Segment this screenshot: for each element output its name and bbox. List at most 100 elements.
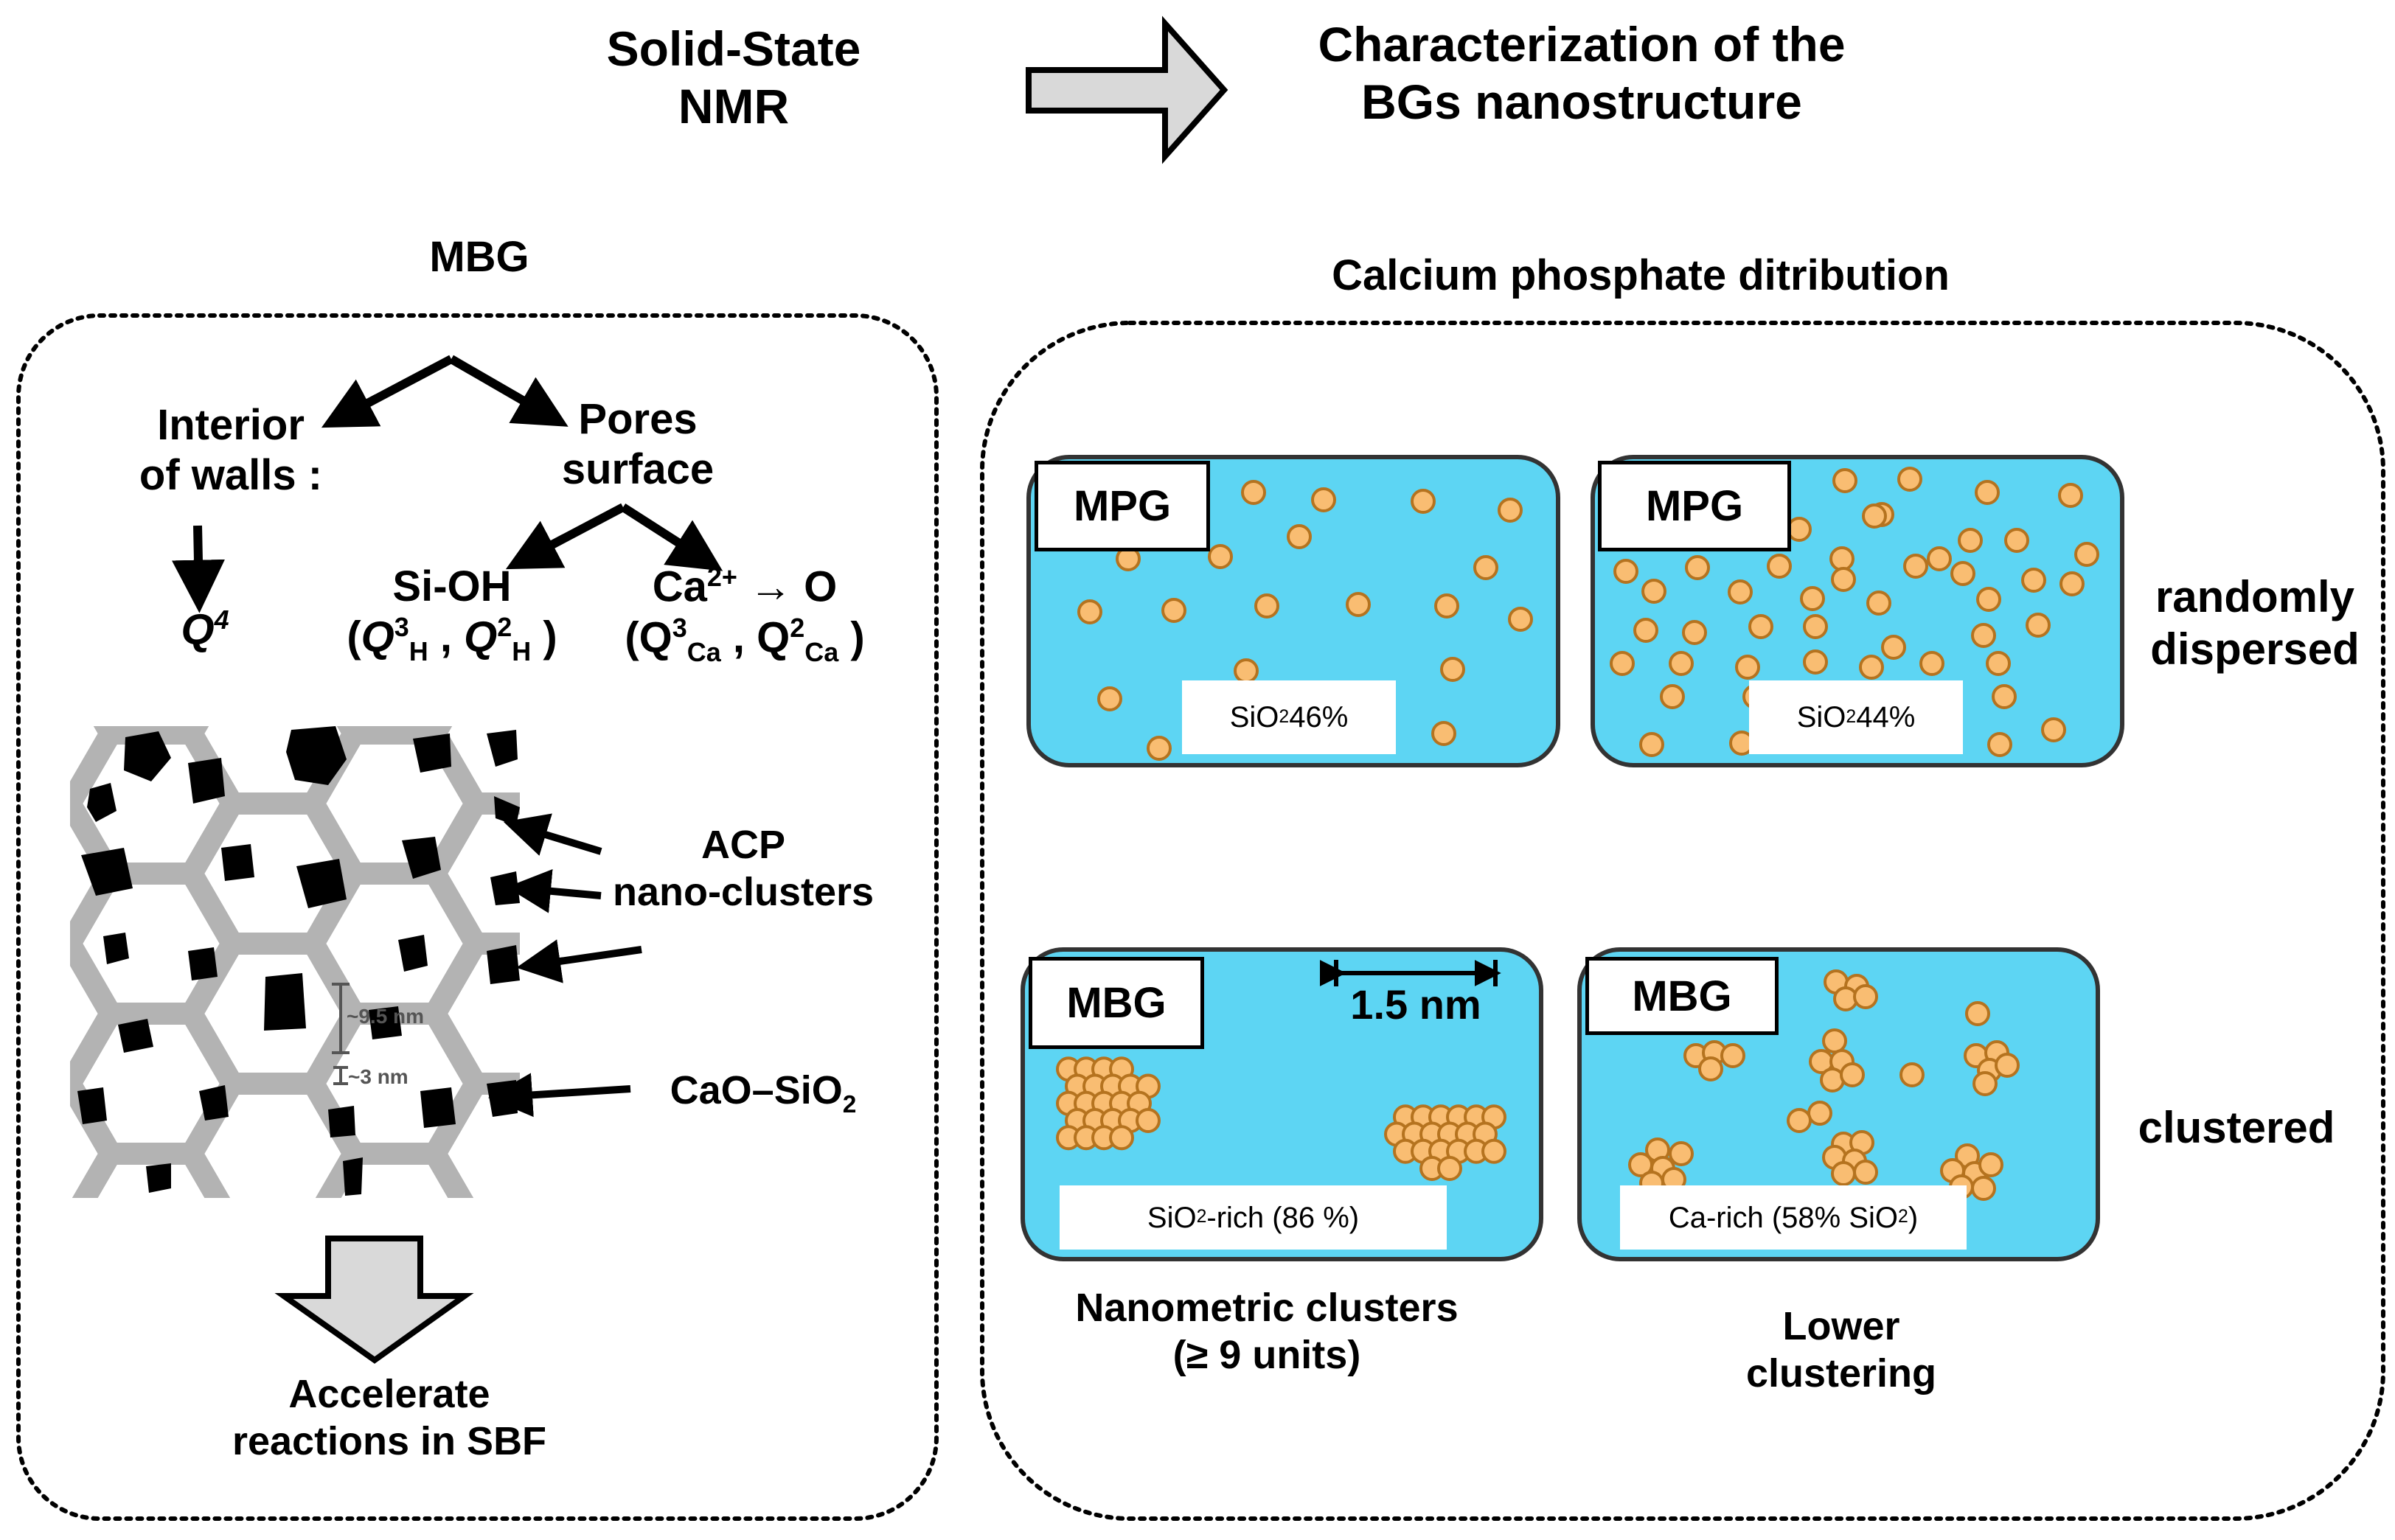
particle <box>1234 658 1259 683</box>
particles-mpg-46 <box>1077 480 1533 761</box>
particle <box>1411 489 1436 514</box>
scale-bar <box>1319 960 1501 986</box>
q4-label: Q4 <box>181 604 229 654</box>
interior-of-walls-label: Interior of walls : <box>139 401 323 500</box>
branch-to-pores-arrow <box>448 355 569 427</box>
particle <box>1976 587 2001 612</box>
particle <box>1995 1053 2020 1078</box>
particle <box>1669 651 1694 676</box>
particle <box>1986 651 2011 676</box>
accelerate-reactions-label: Accelerate reactions in SBF <box>232 1372 547 1463</box>
particle <box>1897 467 1922 492</box>
particle <box>1807 1101 1832 1126</box>
header-right-arrow <box>1026 15 1228 164</box>
particle <box>1950 561 1975 586</box>
branch-to-interior-arrow <box>321 355 453 428</box>
particle <box>1698 1056 1723 1081</box>
particle <box>2041 717 2066 742</box>
clustered-label: clustered <box>2138 1103 2335 1152</box>
particle <box>1097 686 1122 711</box>
particle <box>1965 1001 1990 1026</box>
particle <box>1987 732 2012 757</box>
particle <box>1633 618 1658 643</box>
particle <box>1508 607 1533 632</box>
particle <box>1919 651 1944 676</box>
wall-dimension-marker <box>333 1066 348 1085</box>
particle <box>1831 567 1856 592</box>
particle <box>1853 1160 1878 1185</box>
particle <box>1208 544 1233 569</box>
particle <box>1927 546 1952 571</box>
particle <box>1748 614 1773 639</box>
ca-label: Ca2+ → O (Q3Ca , Q2Ca ) <box>625 562 865 667</box>
particle <box>2059 571 2085 596</box>
particle <box>1735 655 1760 680</box>
particle <box>1161 598 1186 623</box>
particle <box>2058 483 2083 508</box>
particle <box>1481 1138 1506 1164</box>
particle <box>1840 1062 1865 1087</box>
particle <box>1787 1108 1812 1133</box>
particle <box>2004 528 2029 553</box>
particle <box>1473 555 1498 580</box>
particle <box>1431 721 1456 746</box>
particle <box>1720 1043 1745 1068</box>
header-left-title: Solid-State NMR <box>606 21 861 133</box>
pore-dimension-marker <box>332 983 350 1054</box>
box4-tag: MBG <box>1585 957 1779 1035</box>
particle <box>1822 1028 1847 1053</box>
acp-nanoclusters-label: ACP nano-clusters <box>612 823 875 914</box>
particle <box>1903 554 1928 579</box>
particle <box>1978 1152 2003 1177</box>
particle <box>1803 614 1828 639</box>
particle <box>1077 599 1102 624</box>
particle <box>1147 736 1172 761</box>
particle <box>1992 684 2017 709</box>
box1-tag: MPG <box>1035 461 1210 551</box>
nanometric-clusters-caption: Nanometric clusters (≥ 9 units) <box>1075 1286 1459 1377</box>
particle <box>1498 498 1523 523</box>
right-panel-border <box>980 321 2385 1521</box>
particle <box>2021 568 2046 593</box>
box2-tag: MPG <box>1598 461 1791 551</box>
particle <box>1971 1176 1996 1201</box>
pore-dimension-label: ~9.5 nm <box>347 1005 425 1028</box>
particle <box>1685 555 1710 580</box>
randomly-dispersed-label: randomly dispersed <box>2150 572 2360 674</box>
particles-mbg-86 <box>1056 1056 1506 1181</box>
particle <box>2026 613 2051 638</box>
sioh-species: (Q3H , Q2H ) <box>347 612 557 667</box>
particle <box>1800 586 1825 611</box>
particle <box>1440 657 1465 682</box>
particle <box>1254 593 1279 619</box>
particle <box>1803 649 1828 675</box>
left-panel-border <box>16 313 939 1521</box>
particle <box>1899 1062 1925 1087</box>
mbg-hexagonal-framework <box>70 726 520 1198</box>
particle <box>1682 620 1707 645</box>
particle <box>1311 487 1336 512</box>
acp-pointer-arrow-1 <box>503 813 602 856</box>
particle <box>1434 593 1459 619</box>
cao-sio2-pointer-arrow <box>488 1073 631 1118</box>
particle <box>1975 480 2000 505</box>
particle <box>1831 1161 1856 1186</box>
sioh-label: Si-OH (Q3H , Q2H ) <box>347 562 557 667</box>
right-panel-title: Calcium phosphate ditribution <box>1332 251 1950 299</box>
pores-surface-label: Pores surface <box>561 395 715 494</box>
acp-pointer-arrow-2 <box>507 868 602 913</box>
particle <box>1639 732 1664 757</box>
particle <box>1728 579 1753 604</box>
down-block-arrow <box>274 1236 474 1364</box>
particle <box>1832 468 1857 493</box>
acp-pointer-arrow-3 <box>516 939 642 983</box>
scale-bar-label: 1.5 nm <box>1350 981 1481 1028</box>
particle <box>1853 984 1878 1009</box>
particle <box>1241 480 1266 505</box>
particles-mbg-58 <box>1628 969 2020 1201</box>
